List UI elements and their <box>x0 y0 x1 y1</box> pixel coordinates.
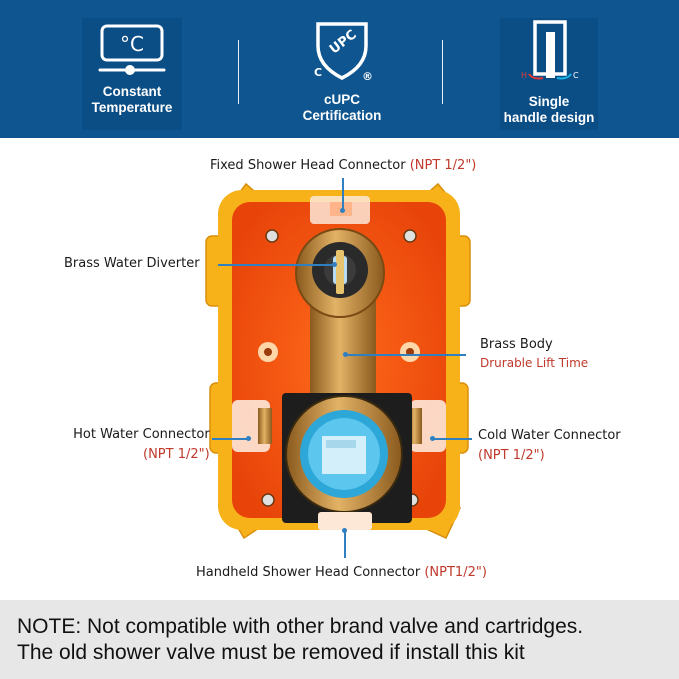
valve-diagram: Fixed Shower Head Connector (NPT 1/2") B… <box>0 138 679 600</box>
note-line-2: The old shower valve must be removed if … <box>17 641 525 664</box>
single-handle-icon: H C <box>521 20 579 80</box>
svg-text:®: ® <box>362 70 373 83</box>
feature-label: Single handle design <box>503 94 595 125</box>
callout-handheld-shower-head: Handheld Shower Head Connector (NPT1/2") <box>196 565 487 580</box>
leader-line-handheld <box>344 530 346 558</box>
feature-cupc-certification: UPC C ® cUPC Certification <box>292 18 392 130</box>
leader-line-cold <box>432 438 472 440</box>
celsius-symbol: °C <box>120 32 144 56</box>
leader-dot <box>430 436 435 441</box>
feature-label: cUPC Certification <box>302 92 382 123</box>
svg-text:C: C <box>314 66 322 79</box>
leader-line-hot <box>212 438 248 440</box>
svg-text:C: C <box>573 71 579 80</box>
callout-brass-body: Brass Body Drurable Lift Time <box>480 337 589 370</box>
feature-label: Constant Temperature <box>91 84 173 115</box>
svg-text:UPC: UPC <box>327 27 360 57</box>
leader-line-diverter <box>218 264 334 266</box>
leader-dot <box>332 262 337 267</box>
leader-dot <box>342 528 347 533</box>
callout-cold-water: Cold Water Connector (NPT 1/2") <box>478 428 621 463</box>
note-line-1: NOTE: Not compatible with other brand va… <box>17 615 584 638</box>
thermometer-celsius-icon: °C <box>98 24 166 75</box>
cupc-certification-icon: UPC C ® <box>314 22 373 83</box>
feature-banner: °C Constant Temperature UPC C ® cUPC Cer… <box>0 0 679 138</box>
compatibility-note: NOTE: Not compatible with other brand va… <box>0 600 679 679</box>
brass-body <box>310 288 376 408</box>
leader-dot <box>246 436 251 441</box>
leader-dot <box>340 208 345 213</box>
valve-housing-illustration <box>205 182 471 540</box>
banner-divider <box>442 40 443 104</box>
leader-line-fixed-head <box>342 178 344 210</box>
banner-divider <box>238 40 239 104</box>
callout-brass-diverter: Brass Water Diverter <box>64 256 200 271</box>
svg-text:H: H <box>521 71 527 80</box>
feature-constant-temperature: °C Constant Temperature <box>82 18 182 130</box>
feature-single-handle-design: H C Single handle design <box>500 18 598 130</box>
callout-hot-water: Hot Water Connector (NPT 1/2") <box>73 427 210 462</box>
leader-line-brass-body <box>346 354 466 356</box>
leader-dot <box>343 352 348 357</box>
callout-fixed-shower-head: Fixed Shower Head Connector (NPT 1/2") <box>210 158 477 173</box>
